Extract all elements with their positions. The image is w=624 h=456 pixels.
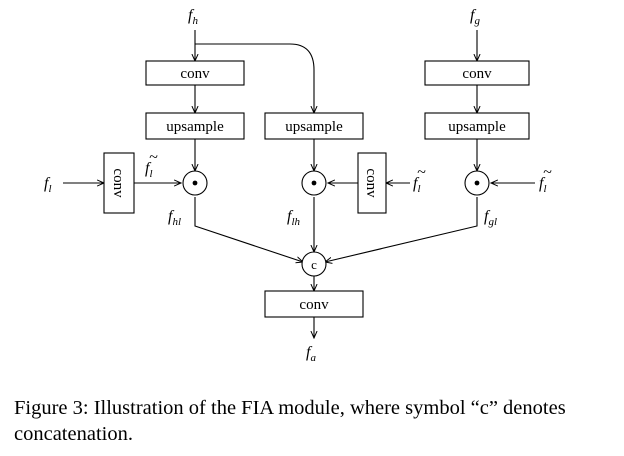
- upsample-label-right: upsample: [448, 119, 506, 135]
- wire-fgl-to-concat: [325, 197, 478, 262]
- conv-box-bottom: [264, 290, 364, 318]
- var-fgl: fgl: [484, 208, 497, 228]
- mult-node-right: [464, 170, 490, 196]
- conv-label-vertical-right: conv: [363, 168, 379, 198]
- concat-label: c: [311, 257, 317, 272]
- var-fa: fa: [306, 344, 316, 364]
- conv-label-bottom: conv: [299, 297, 329, 313]
- var-fl: fl: [44, 175, 52, 195]
- conv-box-vertical-right: [357, 152, 387, 214]
- upsample-label-mid: upsample: [285, 119, 343, 135]
- upsample-box-mid: [264, 112, 364, 140]
- upsample-label-left: upsample: [166, 119, 224, 135]
- conv-label-top-right: conv: [462, 66, 492, 82]
- var-fl-tilde-mid: fl ~: [413, 164, 426, 195]
- var-fhl: fhl: [168, 208, 181, 228]
- conv-box-top-right: [424, 60, 530, 86]
- var-fh: fh: [188, 7, 198, 27]
- svg-text:fl: fl: [413, 175, 421, 195]
- svg-text:~: ~: [543, 164, 552, 181]
- conv-box-top-left: [145, 60, 245, 86]
- var-flh: flh: [287, 208, 301, 228]
- conv-label-vertical-left: conv: [110, 168, 126, 198]
- wire-fhl-to-concat: [194, 197, 303, 262]
- var-fg: fg: [470, 7, 480, 27]
- conv-label-top-left: conv: [180, 66, 210, 82]
- var-fl-tilde-right: fl ~: [539, 164, 552, 195]
- svg-text:fl: fl: [539, 175, 547, 195]
- upsample-box-left: [145, 112, 245, 140]
- figure-caption: Figure 3: Illustration of the FIA module…: [14, 397, 566, 445]
- var-fl-tilde-left: fl ~: [145, 149, 158, 180]
- wire-fh-branch-to-upsample-mid: [195, 43, 314, 113]
- concat-node: c: [301, 251, 327, 277]
- mult-node-mid: [301, 170, 327, 196]
- upsample-box-right: [424, 112, 530, 140]
- conv-box-vertical-left: [103, 152, 135, 214]
- fia-module-diagram: conv conv upsample upsample upsample con…: [44, 7, 552, 364]
- svg-text:fl: fl: [145, 160, 153, 180]
- svg-text:~: ~: [417, 164, 426, 181]
- svg-text:~: ~: [149, 149, 158, 166]
- mult-node-left: [182, 170, 208, 196]
